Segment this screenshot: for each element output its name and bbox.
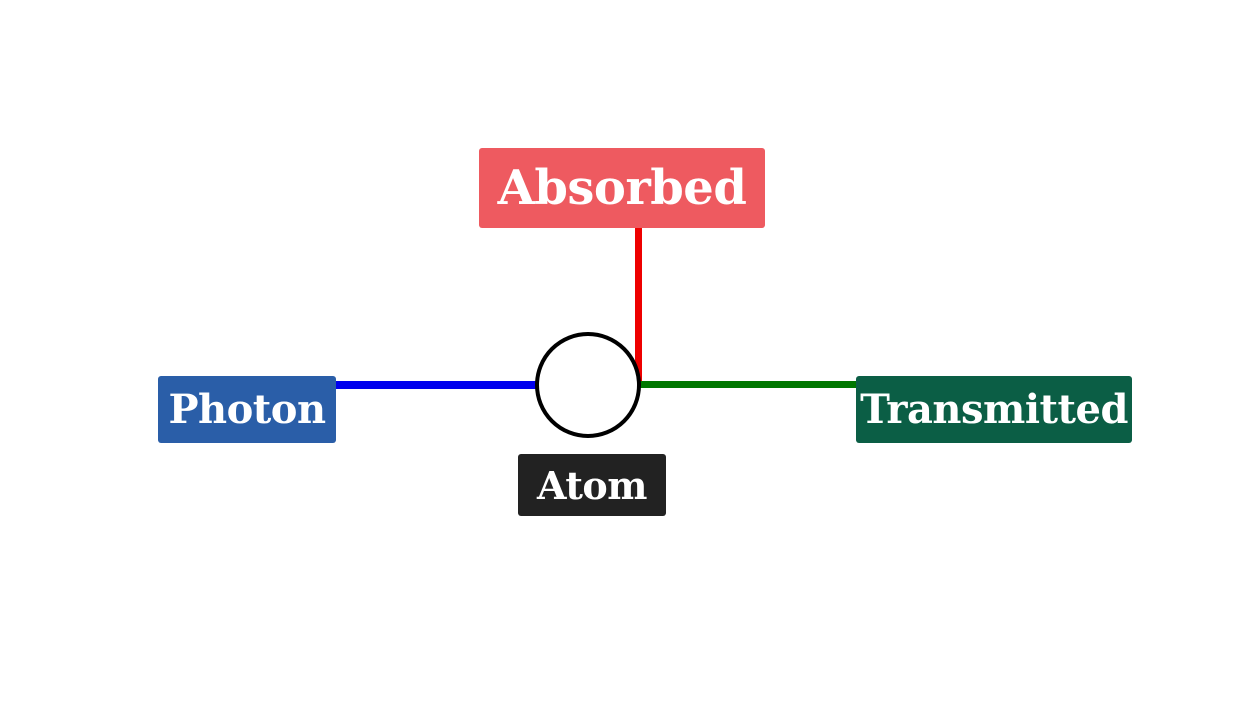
photon-label: Photon: [168, 386, 326, 433]
transmitted-label: Transmitted: [860, 386, 1128, 433]
photon-to-atom-line: [334, 381, 538, 389]
atom-circle: [535, 332, 641, 438]
atom-to-absorbed-line: [635, 227, 642, 385]
atom-to-transmitted-line: [638, 381, 858, 388]
absorbed-label-box: Absorbed: [479, 148, 765, 228]
atom-label-box: Atom: [518, 454, 666, 516]
absorbed-label: Absorbed: [497, 160, 747, 216]
transmitted-label-box: Transmitted: [856, 376, 1132, 443]
atom-label: Atom: [537, 462, 647, 508]
photon-label-box: Photon: [158, 376, 336, 443]
